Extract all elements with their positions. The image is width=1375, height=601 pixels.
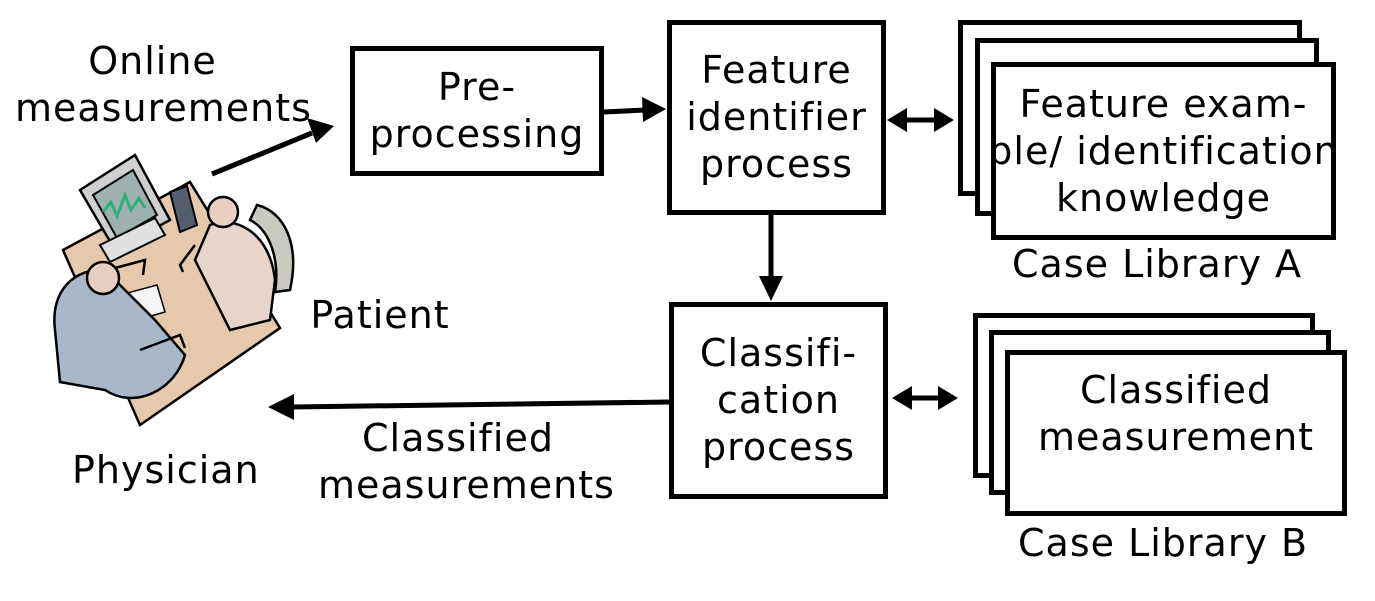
preprocessing-box: Pre- processing [350, 46, 604, 176]
arrow-to-preprocessing-head [307, 118, 334, 143]
library-a-line: knowledge [1056, 175, 1271, 220]
library-a-box: Feature exam- ple/ identification knowle… [988, 62, 1339, 240]
case-library-b-label: Case Library B [1018, 521, 1309, 565]
online-measurements-label: Online measurements [15, 39, 312, 130]
feature-identifier-line: process [699, 142, 854, 186]
arrow-feature-library-a-head-right [934, 108, 954, 132]
arrow-to-feature-identifier-head [642, 97, 666, 122]
classified-measurements-label: Classified measurements [318, 416, 615, 507]
arrow-to-classification-head [759, 276, 783, 301]
arrow-to-physician-head [268, 394, 294, 420]
library-b-box: Classified measurement [1005, 350, 1347, 516]
arrow-feature-library-a-head-left [887, 108, 907, 132]
preprocessing-line: processing [369, 112, 585, 156]
classification-line: process [701, 425, 856, 469]
arrow-to-preprocessing [211, 130, 313, 177]
feature-identifier-line: identifier [686, 95, 867, 139]
feature-identifier-line: Feature [701, 48, 852, 92]
arrow-to-feature-identifier [603, 107, 646, 115]
library-a-line: Feature exam- [1019, 81, 1308, 126]
arrow-classification-library-b-head-left [892, 386, 912, 410]
physician-label: Physician [72, 448, 260, 492]
library-b-line: Classified [1080, 368, 1272, 412]
arrow-classification-library-b-head-right [938, 386, 958, 410]
classification-line: Classifi- [699, 331, 858, 375]
preprocessing-line: Pre- [437, 65, 517, 109]
library-a-line: ple/ identification [988, 128, 1339, 173]
feature-identifier-box: Feature identifier process [667, 20, 886, 215]
classification-line: cation [717, 378, 840, 422]
library-b-line: measurement [1037, 415, 1315, 459]
classification-box: Classifi- cation process [669, 302, 888, 499]
case-library-a-label: Case Library A [1012, 242, 1303, 286]
arrow-to-physician [291, 399, 670, 410]
patient-label: Patient [310, 293, 450, 337]
physician-patient-consultation-icon [45, 150, 305, 435]
